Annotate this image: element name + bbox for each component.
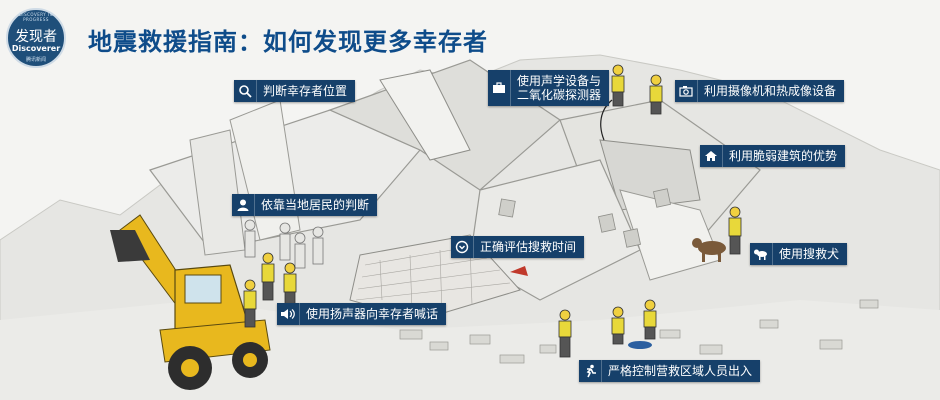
speaker-icon	[277, 303, 300, 325]
logo-ring-text: DISCOVERY IN PROGRESS	[18, 12, 54, 22]
label-text: 利用脆弱建筑的优势	[729, 149, 838, 163]
label-text: 正确评估搜救时间	[480, 240, 577, 254]
search-icon	[234, 80, 257, 102]
search-dog-illustration	[692, 238, 726, 262]
label-text: 利用摄像机和热成像设备	[704, 84, 837, 98]
logo-english-text: Discoverer	[11, 44, 61, 53]
camera-icon	[675, 80, 698, 102]
person-icon	[232, 194, 255, 216]
briefcase-icon	[488, 70, 511, 106]
label-rescue-time: 正确评估搜救时间	[451, 236, 585, 258]
label-text: 使用扬声器向幸存者喊话	[306, 307, 439, 321]
dog-icon	[750, 243, 773, 265]
logo-chinese-text: 发现者	[15, 29, 57, 45]
label-text: 使用搜救犬	[779, 247, 840, 261]
logo-small-text: 腾讯新闻	[25, 57, 46, 63]
house-icon	[700, 145, 723, 167]
label-local-residents: 依靠当地居民的判断	[232, 194, 378, 216]
label-search-dogs: 使用搜救犬	[750, 243, 848, 265]
label-text: 判断幸存者位置	[263, 84, 348, 98]
running-icon	[579, 360, 602, 382]
label-acoustic-devices: 使用声学设备与二氧化碳探测器	[488, 70, 609, 106]
label-text: 依靠当地居民的判断	[261, 198, 370, 212]
label-text: 使用声学设备与二氧化碳探测器	[517, 74, 602, 102]
label-area-control: 严格控制营救区域人员出入	[579, 360, 761, 382]
label-locate-survivors: 判断幸存者位置	[234, 80, 356, 102]
discoverer-logo: DISCOVERY IN PROGRESS 发现者 Discoverer 腾讯新…	[6, 8, 66, 68]
label-thermal-imaging: 利用摄像机和热成像设备	[675, 80, 845, 102]
page-title: 地震救援指南：如何发现更多幸存者	[88, 28, 488, 56]
clock-icon	[451, 236, 474, 258]
label-weak-buildings: 利用脆弱建筑的优势	[700, 145, 846, 167]
label-text: 严格控制营救区域人员出入	[608, 364, 753, 378]
label-loudspeaker: 使用扬声器向幸存者喊话	[277, 303, 447, 325]
excavator-illustration	[110, 214, 271, 390]
